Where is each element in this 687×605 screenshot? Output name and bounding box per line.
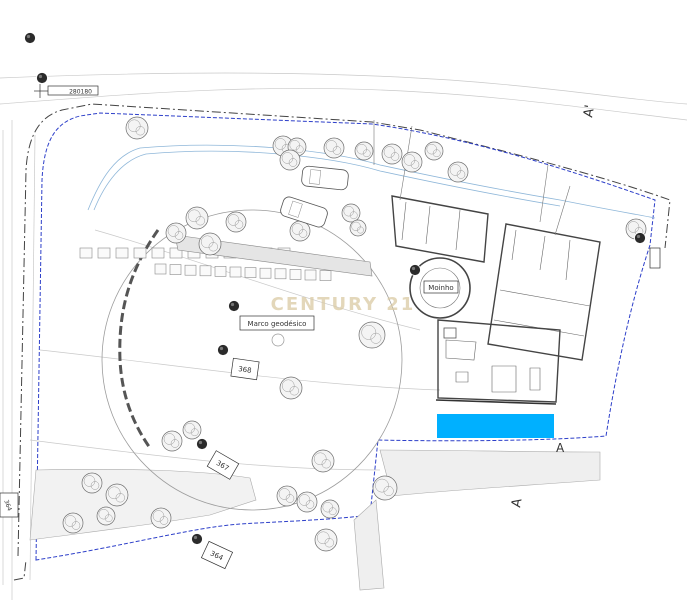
property-boundary: [35, 112, 656, 561]
tree-icon: [81, 472, 103, 494]
map-pin-icon: [191, 533, 203, 545]
paver-stone: [151, 247, 165, 259]
paver-stone: [259, 267, 272, 279]
paver-stone: [115, 247, 129, 259]
map-pin-icon: [217, 344, 229, 356]
tree-icon: [276, 485, 298, 507]
tree-icon: [349, 219, 367, 237]
map-pin-icon: [634, 232, 646, 244]
label-elevation-368: 368: [230, 357, 260, 381]
stream: [87, 144, 656, 219]
tree-icon: [165, 222, 187, 244]
tree-icon: [401, 151, 423, 173]
tree-icon: [279, 149, 301, 171]
tree-icon: [161, 430, 183, 452]
markers: [24, 32, 646, 545]
paver-stone: [289, 269, 302, 280]
map-pin-icon: [409, 264, 421, 276]
tree-icon: [381, 143, 403, 165]
tree-icon: [424, 141, 444, 161]
label-marco-geodesico: Marco geodésico: [239, 315, 315, 331]
paver-stone: [274, 268, 287, 280]
house: [391, 195, 601, 405]
tree-icon: [354, 141, 374, 161]
tree-icon: [314, 528, 338, 552]
tree-icon: [198, 232, 222, 256]
paver-stone: [199, 265, 212, 277]
tree-icon: [323, 137, 345, 159]
outer-property-line-left: [13, 559, 27, 581]
tree-icon: [225, 211, 247, 233]
tree-icon: [150, 507, 172, 529]
section-line: [373, 120, 571, 236]
map-pin-icon: [36, 72, 48, 84]
tree-icon: [96, 506, 116, 526]
label-elevation-367: 367: [206, 450, 240, 480]
paver-stone: [319, 270, 332, 281]
tree-icon: [447, 161, 469, 183]
map-pin-icon: [228, 300, 240, 312]
paver-stone: [133, 247, 147, 259]
car-icon: [301, 165, 349, 191]
tree-icon: [289, 220, 311, 242]
paver-stone: [154, 263, 167, 275]
tree-icon: [185, 206, 209, 230]
tree-icon: [358, 321, 386, 349]
section-a-label-2: A: [556, 441, 565, 455]
paver-stone: [169, 247, 183, 259]
svg-text:364: 364: [2, 499, 13, 512]
tree-icon: [311, 449, 335, 473]
paver-stone: [79, 247, 93, 259]
tree-icon: [125, 116, 149, 140]
watermark-text: CENTURY 21: [271, 294, 416, 315]
label-top-ref: 280180: [34, 84, 99, 98]
terrain-lines: [0, 72, 687, 600]
paver-stone: [304, 269, 317, 281]
tree-icon: [279, 376, 303, 400]
tree-icon: [320, 499, 340, 519]
map-pin-icon: [24, 32, 36, 44]
tree-icon: [372, 475, 398, 501]
hatched-path: [174, 234, 373, 277]
label-elevation-364: 364: [200, 540, 234, 570]
section-a-label: A: [509, 497, 525, 508]
swimming-pool: [437, 414, 554, 438]
small-box-right: [649, 247, 661, 269]
outer-property-line: [17, 103, 671, 557]
tree-icon: [296, 491, 318, 513]
tree-icon: [62, 512, 84, 534]
trees: [62, 116, 647, 552]
paver-stone: [97, 247, 111, 259]
paver-stone: [169, 264, 182, 275]
tree-icon: [105, 483, 129, 507]
svg-text:280180: 280180: [69, 89, 92, 96]
paver-stone: [184, 264, 197, 276]
svg-text:Marco geodésico: Marco geodésico: [248, 320, 307, 328]
section-a-prime-label: A': [581, 104, 598, 119]
paver-stone: [229, 266, 242, 278]
tree-icon: [182, 420, 202, 440]
tree-icon: [341, 203, 361, 223]
paver-stone: [214, 266, 227, 277]
paver-stone: [244, 267, 257, 278]
car-icon: [280, 196, 328, 228]
svg-text:Moinho: Moinho: [428, 284, 453, 292]
map-pin-icon: [196, 438, 208, 450]
svg-text:368: 368: [238, 365, 252, 375]
circular-plaza: [101, 209, 403, 511]
label-moinho: Moinho: [423, 280, 459, 294]
label-elevation-left: 364: [0, 492, 19, 518]
